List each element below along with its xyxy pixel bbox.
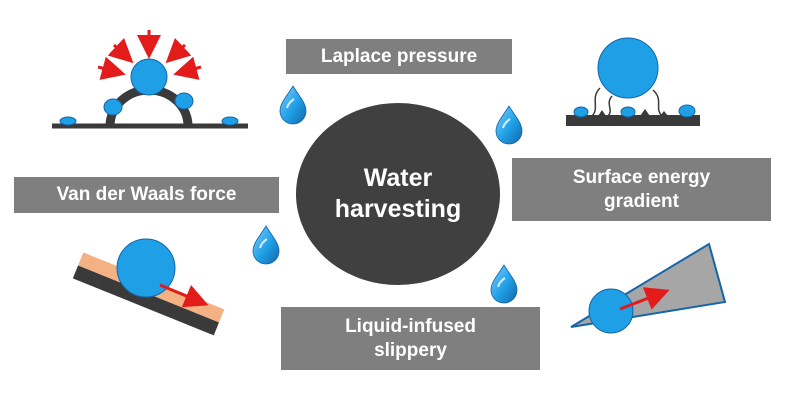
liquid-infused-text-line2: slippery xyxy=(374,339,447,361)
laplace-small-droplet-left xyxy=(59,116,77,126)
laplace-pressure-text: Laplace pressure xyxy=(320,45,478,67)
surface-droplet-2 xyxy=(620,106,636,118)
surface-texture xyxy=(598,109,668,116)
surface-energy-text-line1: Surface energy xyxy=(572,166,711,188)
van-der-waals-text: Van der Waals force xyxy=(56,184,237,206)
surface-substrate xyxy=(566,115,700,126)
water-drop-icon-bottom-right xyxy=(490,264,518,304)
surface-strand-center xyxy=(607,95,613,117)
van-der-waals-label: Van der Waals force xyxy=(14,177,279,213)
surface-large-droplet xyxy=(597,37,659,99)
water-drop-icon-top-right xyxy=(495,105,523,145)
laplace-pressure-label: Laplace pressure xyxy=(286,39,512,74)
center-text-line1: Water xyxy=(363,163,433,192)
surface-droplet-1 xyxy=(573,106,589,118)
surface-strand-right xyxy=(652,89,663,117)
laplace-arrow-upper-right xyxy=(165,37,192,64)
center-text-line2: harvesting xyxy=(334,195,462,223)
laplace-arrow-upper-left xyxy=(107,37,134,64)
liquid-infused-illustration xyxy=(72,238,225,336)
surface-energy-label: Surface energy gradient xyxy=(512,158,771,221)
liquid-infused-label: Liquid-infused slippery xyxy=(281,307,540,370)
liquid-infused-text-line1: Liquid-infused xyxy=(345,315,476,337)
laplace-right-droplet xyxy=(174,92,194,110)
slippery-arrow xyxy=(159,283,209,308)
laplace-left-droplet xyxy=(103,98,123,116)
laplace-arrow-left xyxy=(97,56,126,80)
laplace-small-droplet-right xyxy=(221,116,239,126)
laplace-top-droplet xyxy=(130,58,168,96)
surface-droplet-3 xyxy=(678,104,696,118)
surface-energy-illustration xyxy=(566,37,700,126)
water-drop-icon-bottom-left xyxy=(252,225,280,265)
laplace-illustration xyxy=(52,30,248,129)
cone-arrow xyxy=(619,287,670,311)
surface-energy-text-line2: gradient xyxy=(604,190,679,212)
water-drop-icon-top-left xyxy=(279,85,307,125)
slippery-substrate xyxy=(72,265,220,336)
water-harvesting-circle: Water harvesting xyxy=(296,103,500,285)
surface-strand-left xyxy=(591,87,601,117)
cone-illustration xyxy=(570,242,727,334)
slippery-droplet xyxy=(116,238,176,298)
laplace-arrow-right xyxy=(173,56,202,80)
cone-droplet xyxy=(588,288,634,334)
